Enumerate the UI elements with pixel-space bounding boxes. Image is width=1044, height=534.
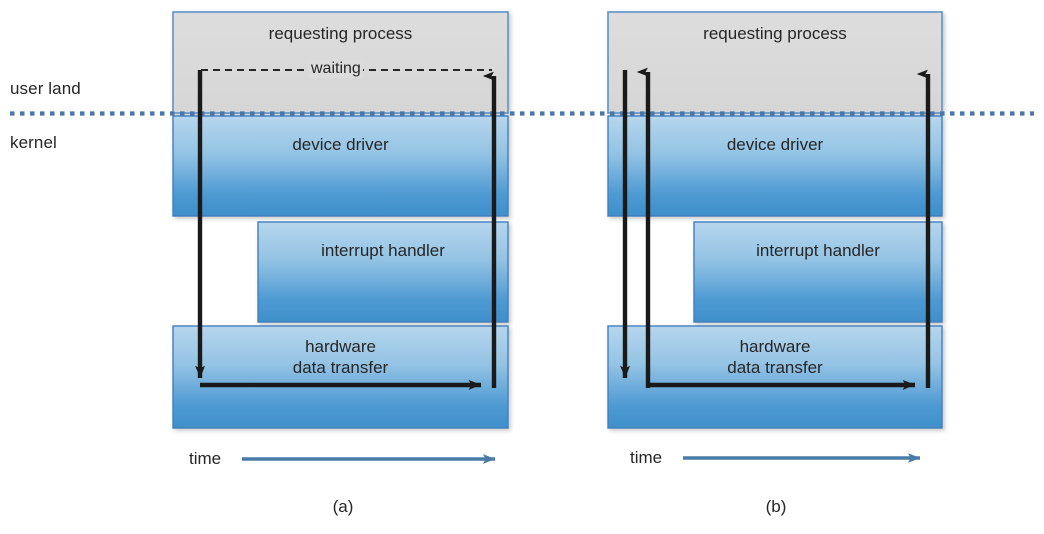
panel-b-caption: (b): [765, 497, 787, 516]
panel-b-box-device-driver: [607, 115, 943, 217]
kernel-label: kernel: [10, 133, 57, 152]
panel-a-box-interrupt-handler: [257, 221, 509, 323]
panel-a-boxes: [172, 11, 509, 429]
panel-b-boxes: [607, 11, 943, 429]
panel-b-box-requesting-process: [607, 11, 943, 114]
panel-a-box-hardware: [172, 325, 509, 429]
panel-b-label-interrupt-handler: interrupt handler: [756, 241, 880, 260]
panel-a-label-hardware-line1: hardware: [305, 337, 376, 356]
user-land-label: user land: [10, 79, 81, 98]
panel-a-label-waiting: waiting: [309, 60, 363, 78]
panel-b-label-hardware-line2: data transfer: [727, 358, 823, 377]
panel-b-time-label: time: [630, 448, 663, 467]
panel-a-label-requesting-process: requesting process: [268, 24, 413, 43]
panel-a-time-label: time: [189, 449, 222, 468]
panel-a-label-device-driver: device driver: [292, 135, 389, 154]
panel-b-box-interrupt-handler: [693, 221, 943, 323]
panel-b-flow-arrows: [620, 70, 931, 390]
panel-b-label-requesting-process: requesting process: [703, 24, 847, 43]
panel-b-label-device-driver: device driver: [726, 135, 824, 154]
panel-a-box-device-driver: [172, 115, 509, 217]
panel-a-caption: (a): [332, 497, 354, 516]
panel-b-label-hardware-line1: hardware: [739, 337, 811, 356]
panel-a-label-hardware-line2: data transfer: [292, 358, 389, 377]
panel-a-label-interrupt-handler: interrupt handler: [321, 241, 445, 260]
panel-b-box-hardware: [607, 325, 943, 429]
